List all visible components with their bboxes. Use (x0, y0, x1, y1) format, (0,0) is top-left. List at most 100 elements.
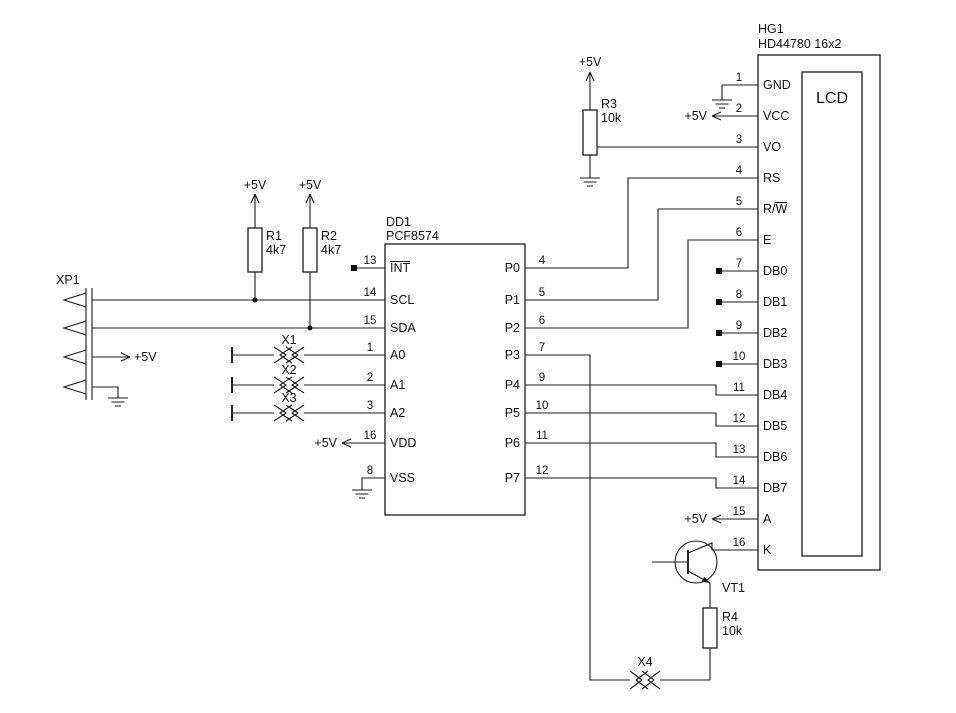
pin-number: 1 (367, 342, 373, 354)
power-arrow-icon (341, 438, 352, 448)
power-label: +5V (244, 178, 267, 192)
ground-icon (580, 177, 600, 187)
pin-number: 4 (539, 255, 546, 267)
ground-icon (352, 489, 372, 499)
nc-marker (716, 268, 722, 274)
ic-dd1: DD1 PCF8574 13 INT 14 SCL 15 SDA 1 A0 2 … (314, 215, 549, 516)
pin-number: 8 (736, 289, 742, 301)
pin-number: 5 (736, 196, 742, 208)
power-arrow-icon (585, 71, 595, 82)
resistor-body (702, 607, 718, 649)
pin-number: 8 (367, 465, 373, 477)
pin-name: GND (763, 78, 791, 92)
connector-pin-icon (62, 292, 87, 395)
jumper-icon (273, 404, 305, 422)
pin-number: 5 (539, 287, 545, 299)
pin-name: DB6 (763, 450, 787, 464)
transistor-collector-wire-k (687, 542, 758, 554)
wire-p1-rw (525, 208, 758, 301)
pin-number: 2 (736, 103, 742, 115)
ground-icon (712, 99, 732, 109)
pin-number: 13 (364, 255, 377, 267)
ic-part: HD44780 16x2 (758, 37, 841, 51)
pin-name: P6 (505, 436, 520, 450)
jumper-x2: X2 (231, 363, 385, 394)
transistor-emitter-lead (687, 570, 711, 608)
pin-name: DB0 (763, 264, 787, 278)
pin-name: DB5 (763, 419, 787, 433)
jumper-icon (273, 346, 305, 364)
nc-marker (716, 299, 722, 305)
pin-number: 14 (733, 475, 746, 487)
pin-name: DB7 (763, 481, 787, 495)
pin-number: 15 (364, 315, 377, 327)
pin-number: 16 (364, 430, 377, 442)
pin-name: P2 (505, 321, 520, 335)
connector-xp1: XP1 +5V (56, 273, 157, 407)
pin-number: 11 (536, 430, 548, 442)
wire-p0-rs (525, 177, 758, 269)
pin-number: 2 (367, 372, 373, 384)
emitter-arrow-icon (701, 576, 710, 583)
wire-p4-db4 (525, 384, 758, 396)
pin-name: A2 (390, 406, 405, 420)
pin-name: DB3 (763, 357, 787, 371)
pin-name: P3 (505, 348, 520, 362)
power-label: +5V (579, 55, 602, 69)
component-ref: VT1 (722, 581, 745, 595)
ic-ref: DD1 (386, 215, 411, 229)
pin-number: 6 (736, 227, 742, 239)
component-value: 4k7 (321, 243, 341, 257)
wire-p7-db7 (525, 477, 758, 489)
component-value: 10k (601, 111, 622, 125)
component-value: 4k7 (266, 243, 286, 257)
ground-icon (108, 397, 128, 407)
pin-number: 15 (733, 506, 746, 518)
backlight-driver: +5V VT1 R4 10k X4 (629, 512, 758, 690)
pin-name: E (763, 233, 771, 247)
wire-p3-backlight (525, 354, 630, 681)
pin-number: 3 (367, 400, 373, 412)
lcd-hg1: HG1 HD44780 16x2 LCD +5V 1 2 3 4 5 6 7 8… (684, 22, 881, 571)
pin-number: 16 (733, 537, 746, 549)
pin-number: 12 (536, 465, 549, 477)
pin-stub (722, 270, 758, 365)
pin-number: 6 (539, 315, 545, 327)
pin-number: 9 (539, 372, 545, 384)
jumper-x1: X1 (231, 333, 385, 364)
component-ref: XP1 (56, 273, 80, 287)
power-arrow-icon (305, 193, 315, 204)
pin-number: 13 (733, 444, 746, 456)
jumper-icon (273, 376, 305, 394)
pin-name: DB2 (763, 326, 787, 340)
power-arrow-icon (711, 111, 722, 121)
pin-name: P1 (505, 293, 520, 307)
pin-number: 14 (364, 287, 377, 299)
jumper-label: X3 (281, 391, 296, 405)
resistor-r1: +5V R1 4k7 (244, 178, 286, 300)
pin-name: RS (763, 171, 780, 185)
wire-p5-db5 (525, 412, 758, 427)
wire (92, 386, 119, 398)
power-arrow-icon (711, 514, 722, 524)
pin-name: VSS (390, 471, 415, 485)
jumper-label: X1 (281, 333, 296, 347)
power-arrow-icon (120, 352, 131, 362)
wire-p2-e (525, 239, 758, 329)
resistor-r3: +5V R3 10k (579, 55, 758, 187)
i2c-wires (92, 297, 385, 331)
screen-label: LCD (816, 90, 848, 107)
power-arrow-icon (250, 193, 260, 204)
pin-name: P0 (505, 261, 520, 275)
resistor-body (247, 227, 263, 273)
data-wires (525, 177, 758, 681)
pin-name: SCL (390, 293, 414, 307)
nc-marker (716, 361, 722, 367)
ic-part: PCF8574 (386, 229, 439, 243)
pin-number: 7 (539, 342, 545, 354)
pin-number: 11 (733, 382, 745, 394)
power-label: +5V (134, 350, 157, 364)
wire (721, 84, 758, 100)
